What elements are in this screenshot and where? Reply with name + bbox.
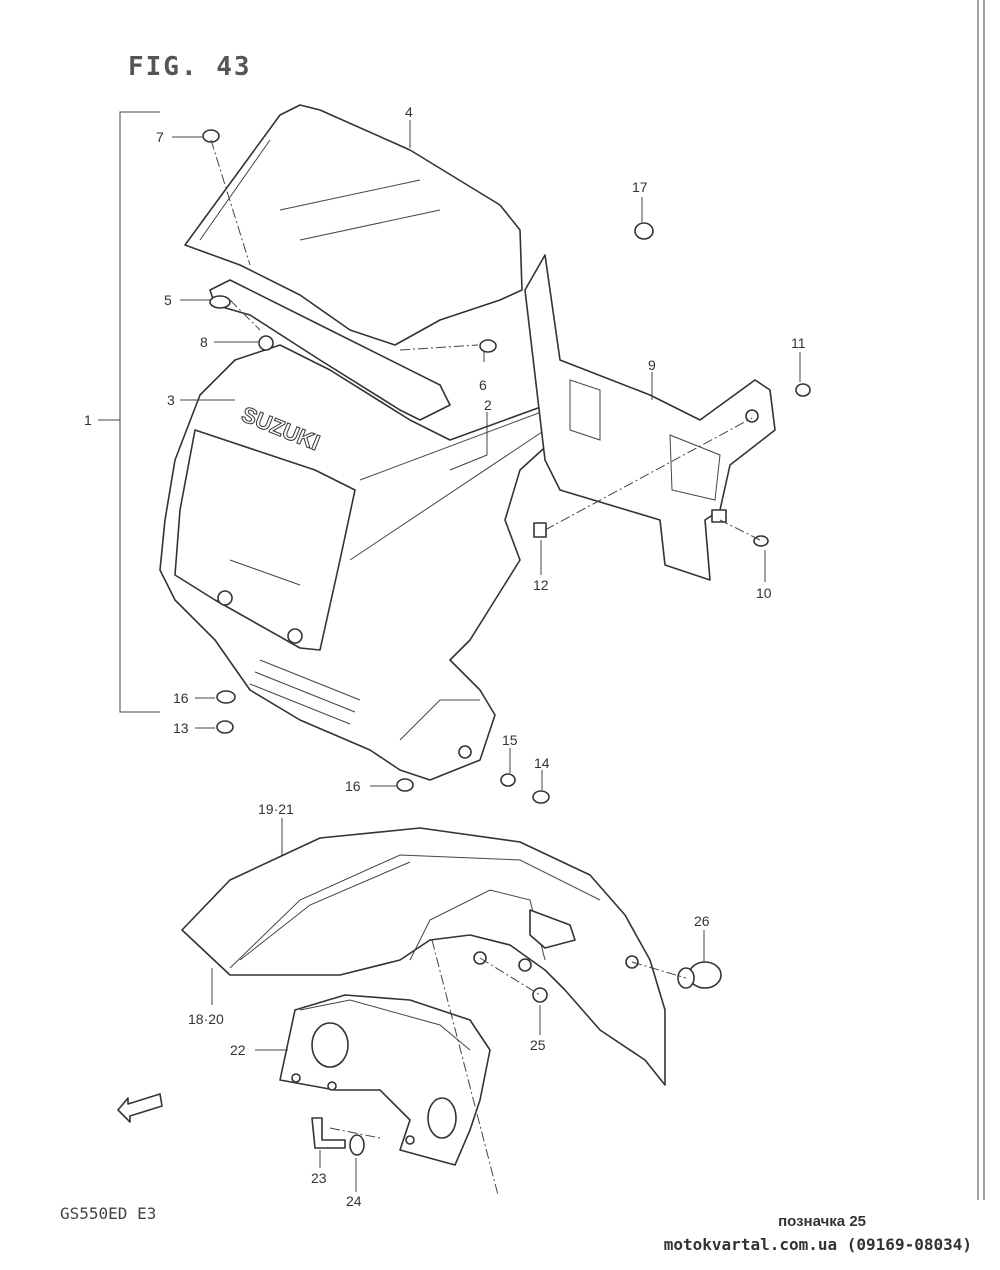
callout-9: 9	[648, 357, 656, 373]
callout-2: 2	[484, 397, 492, 413]
model-code: GS550ED E3	[60, 1204, 157, 1223]
callout-16-lower: 16	[345, 778, 361, 794]
callout-24: 24	[346, 1193, 362, 1209]
callout-25: 25	[530, 1037, 546, 1053]
footer-site: motokvartal.com.ua (09169-08034)	[663, 1235, 972, 1254]
fender-brace	[279, 994, 491, 1166]
callout-4: 4	[405, 104, 413, 120]
callout-3: 3	[167, 392, 175, 408]
footer-label: позначка 25	[778, 1213, 866, 1230]
callout-11: 11	[791, 335, 806, 351]
windscreen	[184, 104, 523, 346]
headlight-fairing: SUZUKI	[159, 344, 576, 781]
alignment-lines	[210, 139, 761, 1196]
page-edge	[977, 0, 985, 1200]
callout-14: 14	[534, 755, 550, 771]
callout-15: 15	[502, 732, 518, 748]
callout-17: 17	[632, 179, 648, 195]
callout-22: 22	[230, 1042, 246, 1058]
callout-labels: 1 2 3 4 5 6 7 8 9 10 11 12 13 14 15 16 1…	[84, 104, 806, 1209]
callout-12: 12	[533, 577, 549, 593]
callout-8: 8	[200, 334, 208, 350]
screen-mount-strip	[209, 279, 451, 421]
callout-5: 5	[164, 292, 172, 308]
callout-6: 6	[479, 377, 487, 393]
callout-26: 26	[694, 913, 710, 929]
callout-18-20: 18·20	[188, 1011, 224, 1027]
assembly-bracket	[98, 111, 160, 713]
callout-23: 23	[311, 1170, 327, 1186]
fairing-bracket	[524, 254, 776, 581]
callout-10: 10	[756, 585, 772, 601]
callout-7: 7	[156, 129, 164, 145]
callout-19-21: 19·21	[258, 801, 294, 817]
leader-lines	[172, 120, 801, 1192]
front-direction-arrow	[117, 1093, 163, 1123]
callout-13: 13	[173, 720, 189, 736]
figure-title: FIG. 43	[128, 52, 252, 82]
callout-1: 1	[84, 412, 92, 428]
callout-16-upper: 16	[173, 690, 189, 706]
front-fender	[181, 827, 666, 1086]
hardware	[202, 129, 811, 1156]
